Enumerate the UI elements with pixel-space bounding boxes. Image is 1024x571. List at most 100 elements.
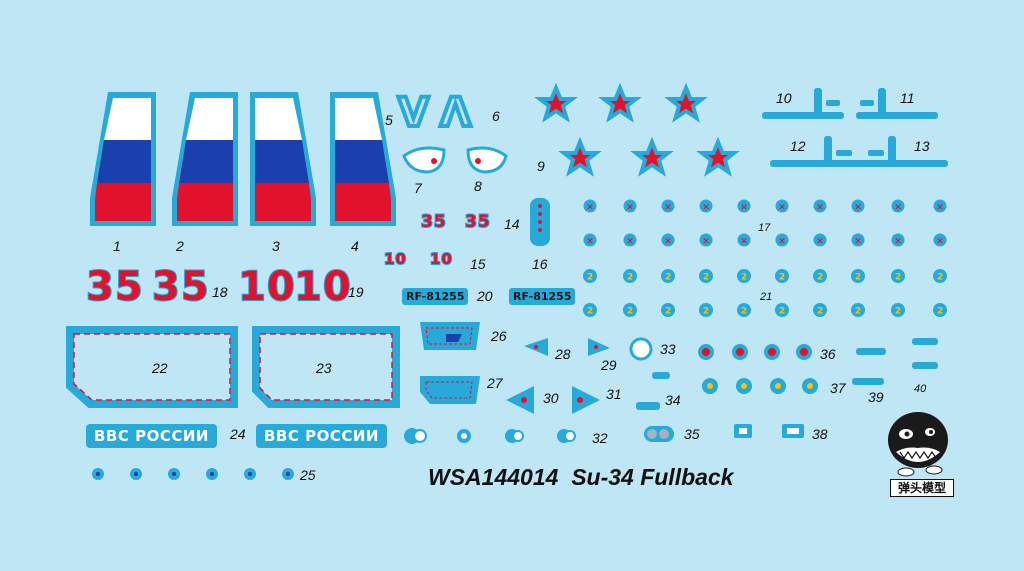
circle-row-32: [404, 428, 576, 444]
label-25: 25: [300, 467, 316, 483]
square-decal-38: [734, 424, 804, 438]
marker-2-glyph-1-5: 2: [779, 307, 785, 317]
marker-x-glyph-1-7: ×: [854, 237, 862, 247]
marker-x-glyph-0-0: ×: [586, 203, 594, 213]
marker-2-1-1: [623, 303, 637, 317]
marker-x-glyph-1-8: ×: [894, 237, 902, 247]
bort-number-10-small-a: 10: [383, 249, 407, 269]
roundel-row-36: [698, 344, 812, 360]
label-29: 29: [601, 357, 617, 373]
label-15: 15: [470, 256, 486, 272]
registration-decal-a: RF-81255: [402, 288, 469, 305]
panel-outline-27: [420, 376, 480, 404]
marker-x-1-4: [737, 233, 751, 247]
brand-text: 弹头模型: [890, 479, 954, 497]
fin-flag-decal-4: [330, 92, 396, 226]
marker-2-0-9: [933, 269, 947, 283]
label-5: 5: [385, 112, 393, 128]
marker-x-0-9: [933, 199, 947, 213]
marker-x-glyph-1-9: ×: [936, 237, 944, 247]
marker-2-glyph-1-7: 2: [855, 307, 861, 317]
strip-decal-40: [912, 338, 938, 369]
marker-x-glyph-0-1: ×: [626, 203, 634, 213]
label-37: 37: [830, 380, 846, 396]
marker-x-glyph-1-0: ×: [586, 237, 594, 247]
marker-x-0-1: [623, 199, 637, 213]
roundel-row-37: [702, 378, 818, 394]
label-34: 34: [665, 392, 681, 408]
marker-x-0-6: [813, 199, 827, 213]
registration-decal-b: RF-81255: [509, 288, 576, 305]
label-14: 14: [504, 216, 520, 232]
marker-x-1-0: [583, 233, 597, 247]
tab-decal-34: [636, 372, 670, 410]
label-40: 40: [914, 383, 927, 395]
marker-2-1-0: [583, 303, 597, 317]
eye-decal-8: [466, 146, 508, 174]
marker-2-0-3: [699, 269, 713, 283]
marker-x-1-6: [813, 233, 827, 247]
label-27: 27: [487, 375, 503, 391]
marker-2-1-9: [933, 303, 947, 317]
label-7: 7: [414, 180, 422, 196]
fin-flag-decal-1: [90, 92, 156, 226]
marker-x-glyph-1-4: ×: [740, 237, 748, 247]
marker-x-0-7: [851, 199, 865, 213]
marker-2-glyph-0-1: 2: [627, 273, 633, 283]
ring-decal-33: [629, 337, 653, 361]
marker-x-glyph-1-2: ×: [664, 237, 672, 247]
marker-2-glyph-1-9: 2: [937, 307, 943, 317]
label-35: 35: [684, 426, 700, 442]
red-stars-decal-9: [538, 86, 736, 174]
marker-2-1-5: [775, 303, 789, 317]
bort-number-10-large-b: 10: [293, 263, 352, 311]
label-22: 22: [152, 360, 168, 376]
label-21: 21: [760, 291, 773, 303]
label-31: 31: [606, 386, 622, 402]
marker-2-glyph-0-9: 2: [937, 273, 943, 283]
marker-x-glyph-0-5: ×: [778, 203, 786, 213]
marker-2-1-6: [813, 303, 827, 317]
vvs-rossii-decal-b: ВВС РОССИИ: [256, 424, 387, 448]
letter-lambda-decal: Λ: [440, 90, 471, 136]
eye-decal-7: [402, 146, 446, 174]
label-19: 19: [348, 284, 364, 300]
marker-x-0-4: [737, 199, 751, 213]
label-10: 10: [776, 90, 792, 106]
marker-2-0-1: [623, 269, 637, 283]
marker-2-0-5: [775, 269, 789, 283]
marker-x-glyph-0-8: ×: [894, 203, 902, 213]
bort-number-35-small-a: 35: [420, 211, 447, 233]
marker-2-1-7: [851, 303, 865, 317]
marker-x-glyph-1-6: ×: [816, 237, 824, 247]
label-28: 28: [555, 346, 571, 362]
marker-x-0-5: [775, 199, 789, 213]
label-39: 39: [868, 389, 884, 405]
triangle-decal-28: [524, 338, 548, 356]
marker-x-glyph-0-7: ×: [854, 203, 862, 213]
marker-x-1-8: [891, 233, 905, 247]
marker-2-glyph-1-3: 2: [703, 307, 709, 317]
bort-number-35-large-a: 35: [85, 263, 144, 311]
vvs-rossii-decal-a: ВВС РОССИИ: [86, 424, 217, 448]
marker-x-0-0: [583, 199, 597, 213]
bort-number-35-large-b: 35: [151, 263, 210, 311]
marker-x-0-8: [891, 199, 905, 213]
marker-2-0-0: [583, 269, 597, 283]
marker-2-glyph-0-0: 2: [587, 273, 593, 283]
sheet-title: WSA144014 Su-34 Fullback: [428, 464, 734, 490]
marker-x-glyph-0-6: ×: [816, 203, 824, 213]
panel-outline-26: [420, 322, 480, 350]
stencil-strip-12: [770, 136, 862, 167]
marker-x-1-9: [933, 233, 947, 247]
label-13: 13: [914, 138, 930, 154]
marker-x-glyph-0-2: ×: [664, 203, 672, 213]
marker-2-0-6: [813, 269, 827, 283]
marker-x-glyph-1-5: ×: [778, 237, 786, 247]
label-6: 6: [492, 108, 500, 124]
label-32: 32: [592, 430, 608, 446]
label-9: 9: [537, 158, 545, 174]
marker-x-1-3: [699, 233, 713, 247]
